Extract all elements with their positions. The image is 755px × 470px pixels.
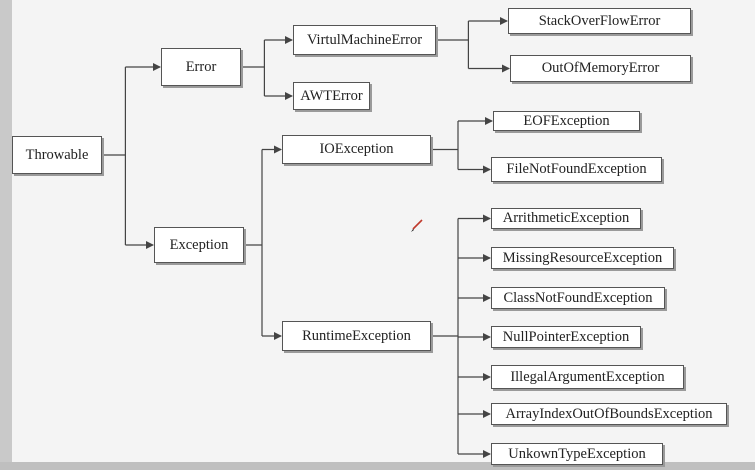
node-out-of-memory-error: OutOfMemoryError — [510, 55, 691, 82]
bottom-edge-strip — [0, 462, 755, 470]
left-edge-strip — [0, 0, 12, 470]
node-file-not-found-exception: FileNotFoundException — [491, 157, 662, 182]
node-illegal-argument-exception: IllegalArgumentException — [491, 365, 684, 389]
node-eof-exception: EOFException — [493, 111, 640, 131]
node-unkown-type-exception: UnkownTypeException — [491, 443, 663, 465]
node-awt-error: AWTError — [293, 82, 370, 110]
node-error: Error — [161, 48, 241, 86]
node-class-not-found-exception: ClassNotFoundException — [491, 287, 665, 309]
node-virtual-machine-error: VirtulMachineError — [293, 25, 436, 55]
node-throwable: Throwable — [12, 136, 102, 174]
node-null-pointer-exception: NullPointerException — [491, 326, 641, 348]
pen-cursor-icon — [411, 219, 423, 232]
node-array-index-out-of-bounds-exception: ArrayIndexOutOfBoundsException — [491, 403, 727, 425]
node-arithmetic-exception: ArrithmeticException — [491, 208, 641, 229]
node-missing-resource-exception: MissingResourceException — [491, 247, 674, 269]
node-stack-overflow-error: StackOverFlowError — [508, 8, 691, 34]
node-runtime-exception: RuntimeException — [282, 321, 431, 351]
node-io-exception: IOException — [282, 135, 431, 164]
node-exception: Exception — [154, 227, 244, 263]
